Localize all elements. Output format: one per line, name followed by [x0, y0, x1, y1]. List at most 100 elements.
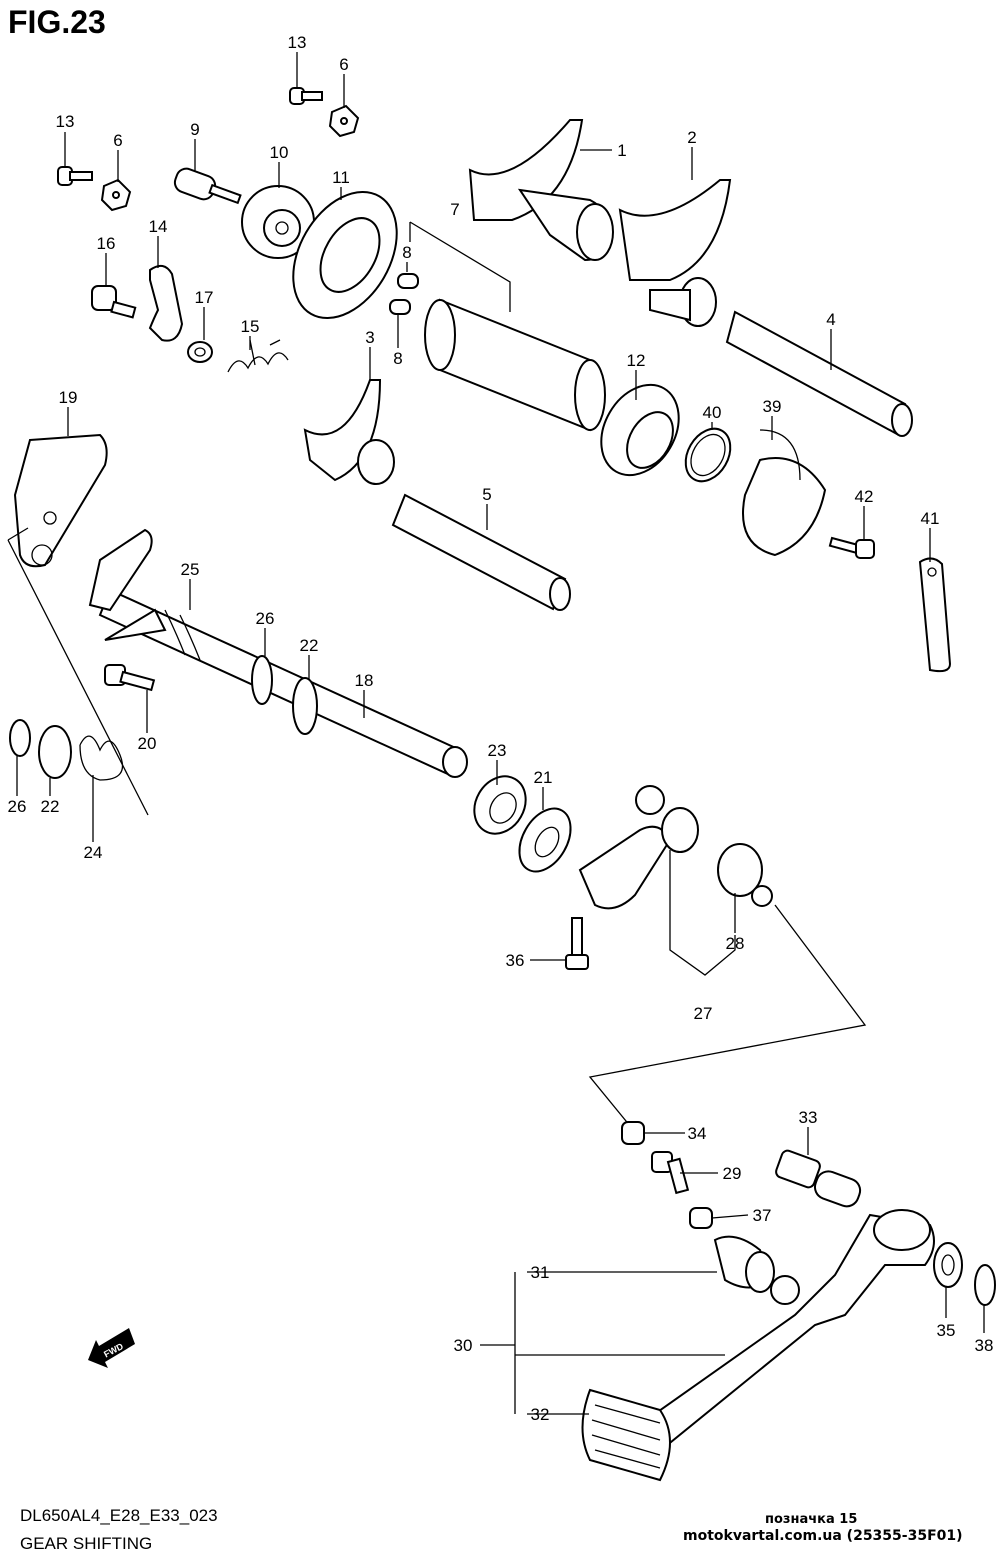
callout: 13: [288, 33, 307, 52]
sensor-39: [742, 429, 827, 557]
shaft-5: [391, 493, 571, 611]
washer-6-left: [100, 178, 132, 212]
oring-40: [684, 427, 732, 483]
pins-8: [389, 273, 419, 315]
nut-34: [621, 1121, 645, 1145]
watermark-line2: motokvartal.com.ua (25355-35F01): [683, 1528, 963, 1544]
ring-38: [974, 1264, 996, 1306]
bolt-13-top: [289, 87, 323, 105]
callout: 42: [855, 487, 874, 506]
callout: 8: [402, 243, 411, 262]
clamp-41: [918, 557, 952, 673]
washer-6-top: [328, 104, 360, 138]
bolt-42: [828, 536, 875, 559]
callout: 22: [41, 797, 60, 816]
callout: 6: [113, 131, 122, 150]
gearshift-arm-27: [578, 785, 699, 910]
washer-17: [187, 341, 213, 363]
callout: 11: [332, 168, 350, 187]
callout: 17: [195, 288, 214, 307]
assembly-line-19: [7, 527, 149, 816]
callout: 33: [799, 1108, 818, 1127]
bolt-20: [104, 664, 156, 692]
callout: 4: [826, 310, 835, 329]
callout: 18: [355, 671, 374, 690]
oil-seal-23: [473, 775, 527, 835]
callout: 30: [454, 1336, 473, 1355]
callout: 14: [149, 217, 168, 236]
diagram-title: GEAR SHIFTING: [20, 1534, 153, 1553]
bearing-11: [292, 190, 398, 320]
callout: 37: [753, 1206, 772, 1225]
callout: 13: [56, 112, 75, 131]
bolt-13-left: [57, 166, 93, 186]
diagram-code: DL650AL4_E28_E33_023: [20, 1506, 218, 1525]
joint-28: [717, 843, 773, 907]
callout: 1: [617, 141, 626, 160]
callout: 41: [921, 509, 940, 528]
callout: 40: [703, 403, 722, 422]
washer-26: [251, 655, 273, 705]
callout: 3: [365, 328, 374, 347]
callout: 6: [339, 55, 348, 74]
washer-35: [933, 1242, 963, 1288]
callout: 16: [97, 234, 116, 253]
figure-label: FIG.23: [8, 4, 106, 40]
fwd-arrow-icon: FWD: [88, 1328, 135, 1368]
callout: 21: [534, 768, 553, 787]
bolt-36: [565, 917, 589, 970]
callout: 32: [531, 1405, 550, 1424]
callout: 28: [726, 934, 745, 953]
callout: 25: [181, 560, 200, 579]
stopper-14: [148, 264, 184, 342]
fork-2: [618, 179, 732, 327]
callout: 20: [138, 734, 157, 753]
callout: 22: [300, 636, 319, 655]
gear-cam-stopper-10: [241, 185, 315, 259]
callout: 39: [763, 397, 782, 416]
bolt-33: [775, 1149, 862, 1208]
washer-22: [292, 677, 318, 735]
fork-1: [468, 119, 614, 262]
pin-9: [173, 167, 242, 205]
spring-24: [79, 735, 124, 781]
link-line: [588, 904, 867, 1133]
callout: 10: [270, 143, 289, 162]
callout: 24: [84, 843, 103, 862]
shift-shaft-18: [88, 528, 468, 778]
shaft-4: [725, 310, 913, 437]
callout: 35: [937, 1321, 956, 1340]
callout: 2: [687, 128, 696, 147]
callout: 9: [190, 120, 199, 139]
callout: 12: [627, 351, 646, 370]
callout: 34: [688, 1124, 707, 1143]
spring-15: [227, 339, 289, 373]
callout: 38: [975, 1336, 994, 1355]
callout: 26: [256, 609, 275, 628]
callout: 8: [393, 349, 402, 368]
shift-cam-7: [424, 298, 606, 432]
footrest-rubber-32: [581, 1388, 671, 1482]
watermark-line1: позначка 15: [765, 1512, 858, 1527]
callout: 31: [531, 1263, 550, 1282]
callout: 26: [8, 797, 27, 816]
callout: 15: [241, 317, 260, 336]
gearshift-lever-30: [623, 1209, 935, 1457]
callout-labels: 13 6 13 6 9 10 11 7 1 2 8 16 14 17 15 3 …: [8, 33, 994, 1424]
bearing-12: [600, 383, 680, 477]
fork-3: [303, 379, 395, 485]
plate-19: [13, 433, 108, 568]
callout: 23: [488, 741, 507, 760]
callout: 7: [450, 200, 459, 219]
leader-lines: [16, 52, 985, 1415]
joint-31: [713, 1235, 775, 1293]
bolt-16: [91, 285, 137, 319]
nut-37: [689, 1207, 713, 1229]
ring-26-left: [9, 719, 31, 757]
washer-22-left: [38, 725, 72, 779]
bolt-29: [651, 1151, 690, 1195]
callout: 5: [482, 485, 491, 504]
washer-21: [518, 807, 572, 873]
callout: 36: [506, 951, 525, 970]
